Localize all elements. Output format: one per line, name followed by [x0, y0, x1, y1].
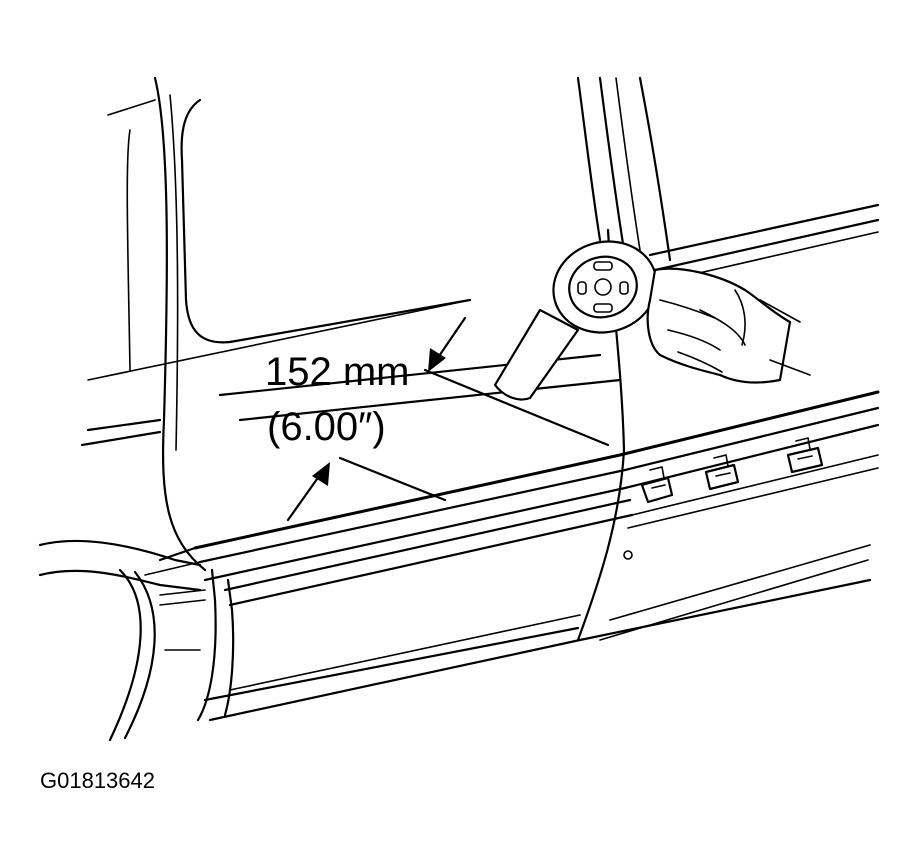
- rear-window: [87, 98, 472, 381]
- rocker-panel: [196, 568, 872, 722]
- rear-quarter: [38, 539, 206, 742]
- dimension-metric-label: 152 mm: [265, 350, 410, 394]
- clip-1: [640, 466, 674, 504]
- door-lower-panel: [144, 390, 880, 582]
- b-pillar: [153, 76, 672, 572]
- dimension-imperial-label: (6.00″): [267, 405, 386, 449]
- arrow-up-icon: [312, 462, 330, 486]
- clip-2: [704, 454, 740, 491]
- hand: [646, 267, 811, 384]
- arrow-down-icon: [428, 348, 446, 372]
- figure-id: G01813642: [40, 768, 155, 793]
- heat-gun: [493, 240, 658, 401]
- molding-clips: [640, 437, 824, 504]
- clip-3: [786, 437, 824, 474]
- dimension-callout: [286, 316, 610, 522]
